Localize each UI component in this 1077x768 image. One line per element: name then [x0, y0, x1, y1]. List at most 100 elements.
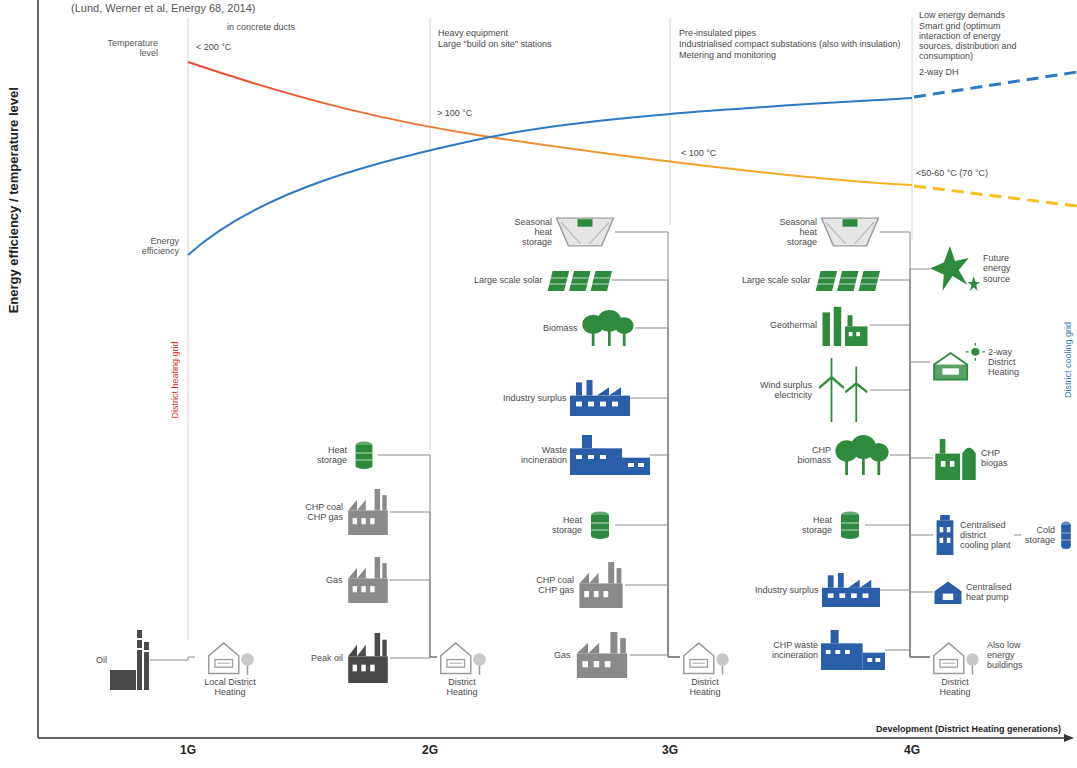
node-label: Future energy source [983, 253, 1028, 283]
plant-icon [346, 489, 390, 535]
annotation: > 100 °C [436, 108, 473, 118]
icon-box [350, 440, 378, 470]
temperature-curve [188, 62, 912, 185]
energy-source: Centralised heat pump [933, 580, 1026, 604]
label-text: Biomass [543, 323, 578, 333]
label-text: Centralised district cooling plant [960, 520, 1014, 550]
node-label: Waste incineration [507, 445, 567, 465]
energy-source: Centralised district cooling plant [933, 515, 1014, 555]
node-label: Heat storage [542, 515, 582, 535]
hub2-icon [930, 343, 985, 381]
energy-source: Wind surplus electricity [757, 358, 870, 422]
icon-box [820, 216, 880, 248]
connector [1014, 535, 1021, 536]
node-label: 2-way District Heating [988, 347, 1038, 377]
icon-box [930, 343, 985, 381]
energy-source: CHP coal CHP gas [298, 489, 390, 535]
annotation: <50-60 °C (70 °C) [915, 168, 989, 178]
biogas-icon [933, 436, 978, 480]
annotation: Temperature level [95, 38, 159, 58]
label-text: CHP biogas [981, 448, 1021, 468]
trees-icon [834, 435, 890, 475]
node-label: Geothermal [770, 320, 817, 330]
solar-icon [546, 265, 612, 295]
energy-source: Industry surplus [503, 380, 630, 416]
connector [880, 232, 930, 657]
connector [880, 280, 930, 657]
icon-box [1058, 520, 1074, 550]
industry-icon [822, 573, 880, 607]
node-label: CHP coal CHP gas [529, 575, 574, 595]
icon-box [834, 435, 890, 475]
connector [910, 458, 933, 657]
icon-box [820, 304, 870, 346]
node-label: CHP biogas [981, 448, 1021, 468]
generation-label: 1G [179, 744, 197, 757]
connector [150, 657, 195, 660]
label-text: Geothermal [770, 320, 817, 330]
trees-icon [581, 310, 635, 346]
label-text: CHP biomass [786, 445, 831, 465]
plant-icon [346, 633, 390, 683]
label-text: District Heating [437, 677, 487, 697]
axis-arrowhead [1064, 734, 1074, 742]
icon-box [933, 436, 978, 480]
connector [378, 455, 437, 657]
icon-box [581, 310, 635, 346]
wind-icon [815, 358, 870, 422]
label-text: Heat storage [792, 515, 832, 535]
axis-label: District cooling grid [1063, 321, 1073, 399]
node-label: Cold storage [1021, 525, 1055, 545]
energy-source: Large scale solar [474, 265, 612, 295]
node-label: Industry surplus [755, 585, 819, 595]
district-heating-hub: District Heating [680, 638, 730, 697]
label-text: Heat storage [542, 515, 582, 535]
icon-box [821, 630, 885, 670]
label-text: Large scale solar [742, 275, 811, 285]
annotation: Industrialised compact substations (also… [678, 39, 902, 49]
pit-icon [555, 216, 615, 248]
connector [650, 455, 680, 657]
annotation: < 100 °C [680, 148, 717, 158]
district-heating-hub: District Heating [930, 638, 980, 697]
label-text: CHP waste incineration [763, 640, 818, 660]
annotation: < 200 °C [195, 42, 232, 52]
icon-box [346, 489, 390, 535]
generation-label: 4G [903, 744, 921, 757]
node-label: Industry surplus [503, 393, 567, 403]
icon-box [815, 358, 870, 422]
label-text: Local District Heating [195, 677, 265, 697]
tank-icon [1058, 520, 1074, 550]
connector [390, 512, 437, 657]
connector [870, 390, 930, 657]
hub-icon [680, 638, 730, 676]
node-label: Biomass [543, 323, 578, 333]
efficiency-curve [188, 98, 912, 255]
node-label: Centralised district cooling plant [960, 520, 1014, 550]
label-text: Gas [326, 575, 343, 585]
energy-source: Peak oil [311, 633, 390, 683]
tank-icon [350, 440, 378, 470]
hub-icon [930, 638, 980, 676]
node-label: Peak oil [311, 653, 343, 663]
annotation: Also low energy buildings [986, 640, 1050, 670]
connector [615, 525, 680, 657]
icon-box [437, 638, 487, 676]
energy-source: CHP biomass [786, 435, 890, 475]
waste-icon [570, 435, 650, 475]
generation-label: 3G [661, 744, 679, 757]
connector [885, 650, 930, 657]
icon-box [585, 510, 615, 540]
node-label: Heat storage [307, 445, 347, 465]
node-label: District Heating [930, 677, 980, 697]
label-text: Industry surplus [755, 585, 819, 595]
icon-box [577, 562, 625, 608]
connector [390, 657, 437, 658]
connector [630, 398, 680, 657]
energy-source: Industry surplus [755, 573, 880, 607]
icon-box [835, 510, 865, 540]
node-label: Large scale solar [742, 275, 811, 285]
icon-box [933, 515, 957, 555]
